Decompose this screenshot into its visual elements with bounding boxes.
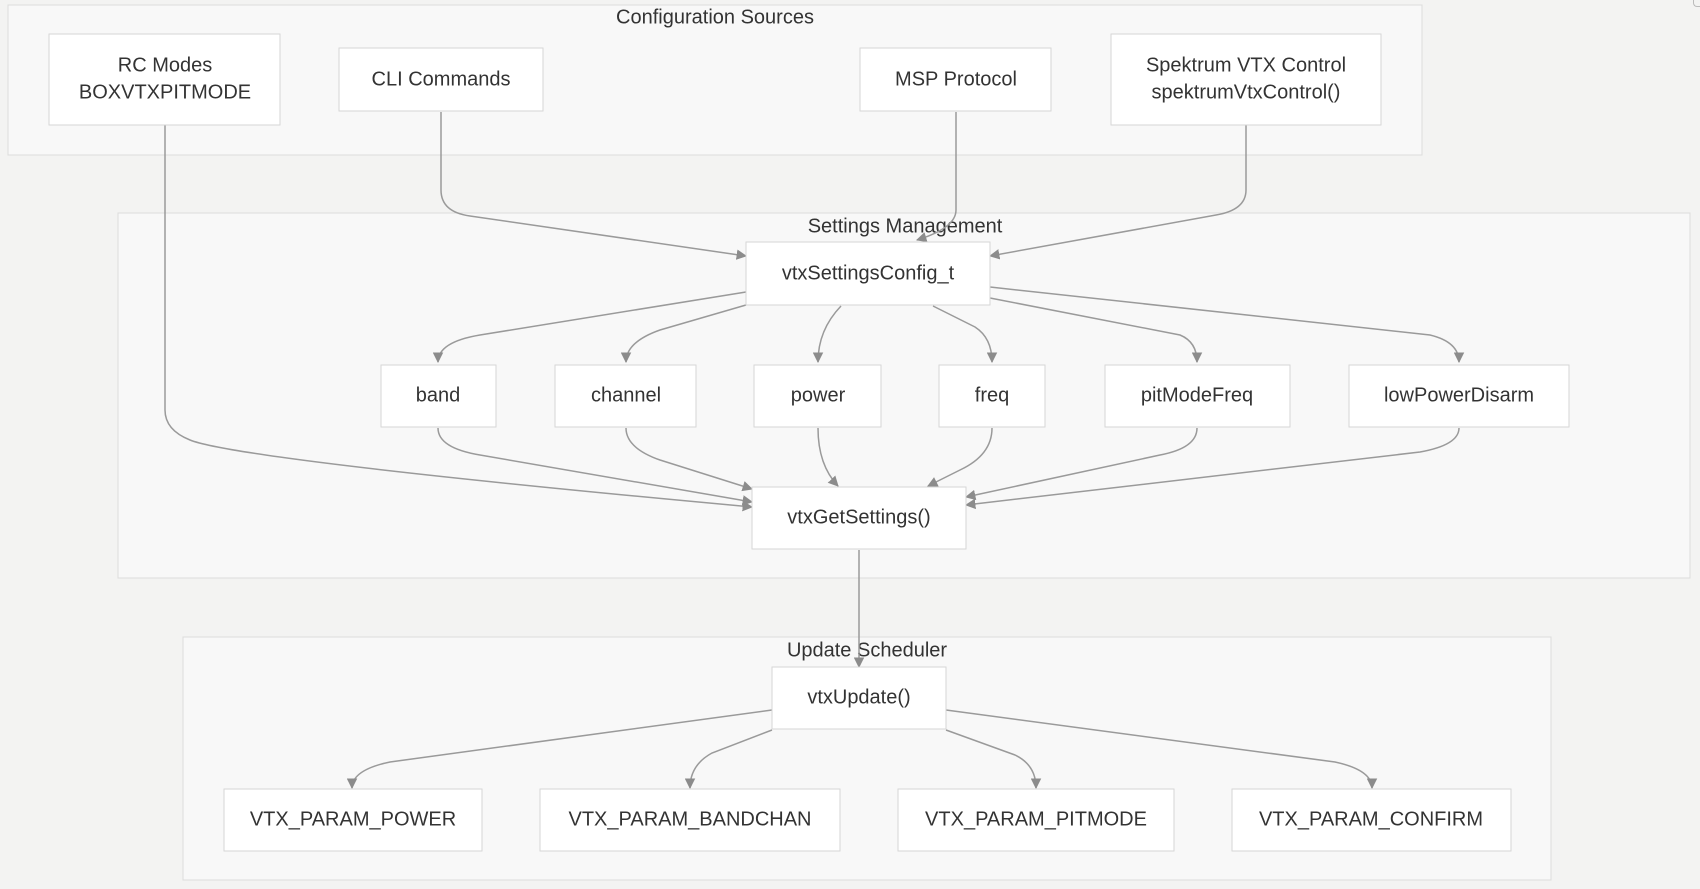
node-vtx-param-power-label: VTX_PARAM_POWER	[250, 808, 456, 830]
edge-update-to-param-confirm	[945, 709, 1378, 790]
node-vtx-get-settings-label: vtxGetSettings()	[787, 506, 930, 528]
edge-spektrum-to-settings-config	[988, 125, 1247, 260]
edge-settings-config-to-pitmodefreq	[989, 297, 1203, 364]
node-vtx-param-confirm-label: VTX_PARAM_CONFIRM	[1259, 808, 1483, 830]
node-power-label: power	[791, 384, 846, 406]
edge-lowpowerdisarm-to-get-settings	[964, 427, 1460, 510]
node-freq-label: freq	[975, 384, 1009, 406]
edge-msp-to-settings-config	[915, 112, 957, 243]
corner-resize-handle	[1693, 0, 1700, 7]
edge-settings-config-to-freq	[932, 305, 998, 364]
node-rc-modes-line1: RC Modes	[118, 54, 212, 76]
node-vtx-update: vtxUpdate()	[771, 666, 947, 730]
edge-settings-config-to-power	[812, 305, 842, 364]
node-freq: freq	[938, 364, 1046, 428]
edge-freq-to-get-settings	[927, 427, 993, 487]
edge-pitmodefreq-to-get-settings	[964, 427, 1198, 501]
group-title-configuration-sources: Configuration Sources	[616, 6, 814, 28]
node-vtx-param-pitmode: VTX_PARAM_PITMODE	[897, 788, 1175, 852]
node-lowpowerdisarm: lowPowerDisarm	[1348, 364, 1570, 428]
node-spektrum-vtx-control: Spektrum VTX Control spektrumVtxControl(…	[1110, 33, 1382, 126]
edge-settings-config-to-lowpowerdisarm	[989, 286, 1465, 364]
node-vtx-param-pitmode-label: VTX_PARAM_PITMODE	[925, 808, 1147, 830]
edge-band-to-get-settings	[437, 427, 754, 506]
edge-update-to-param-power	[346, 709, 773, 790]
node-vtx-param-bandchan-label: VTX_PARAM_BANDCHAN	[568, 808, 811, 830]
node-vtx-get-settings: vtxGetSettings()	[751, 486, 967, 550]
node-pitmodefreq: pitModeFreq	[1104, 364, 1291, 428]
node-rc-modes-line2: BOXVTXPITMODE	[79, 81, 251, 103]
node-vtx-param-bandchan: VTX_PARAM_BANDCHAN	[539, 788, 841, 852]
node-cli-commands: CLI Commands	[338, 47, 544, 112]
node-power: power	[753, 364, 882, 428]
node-vtx-settings-config-label: vtxSettingsConfig_t	[782, 262, 955, 284]
node-spektrum-line1: Spektrum VTX Control	[1146, 54, 1346, 76]
edge-update-to-param-bandchan	[684, 729, 773, 790]
node-band-label: band	[416, 384, 461, 406]
node-cli-commands-label: CLI Commands	[372, 68, 511, 90]
edge-settings-config-to-channel	[620, 304, 747, 364]
edge-update-to-param-pitmode	[945, 729, 1042, 790]
edge-power-to-get-settings	[817, 427, 839, 487]
edge-rc-modes-to-get-settings	[164, 125, 754, 512]
node-channel: channel	[554, 364, 697, 428]
edge-settings-config-to-band	[432, 291, 747, 364]
edges	[164, 112, 1465, 790]
node-msp-protocol-label: MSP Protocol	[895, 68, 1017, 90]
node-vtx-param-power: VTX_PARAM_POWER	[223, 788, 483, 852]
node-channel-label: channel	[591, 384, 661, 406]
node-vtx-update-label: vtxUpdate()	[807, 686, 910, 708]
node-band: band	[380, 364, 497, 428]
group-title-update-scheduler: Update Scheduler	[787, 639, 947, 661]
node-rc-modes: RC Modes BOXVTXPITMODE	[48, 33, 281, 126]
node-vtx-settings-config: vtxSettingsConfig_t	[745, 241, 991, 306]
group-title-settings-management: Settings Management	[808, 215, 1003, 237]
edge-channel-to-get-settings	[625, 427, 754, 492]
node-vtx-param-confirm: VTX_PARAM_CONFIRM	[1231, 788, 1512, 852]
edge-cli-to-settings-config	[440, 112, 748, 260]
node-msp-protocol: MSP Protocol	[859, 47, 1052, 112]
node-pitmodefreq-label: pitModeFreq	[1141, 384, 1253, 406]
node-spektrum-line2: spektrumVtxControl()	[1152, 81, 1341, 103]
node-lowpowerdisarm-label: lowPowerDisarm	[1384, 384, 1534, 406]
